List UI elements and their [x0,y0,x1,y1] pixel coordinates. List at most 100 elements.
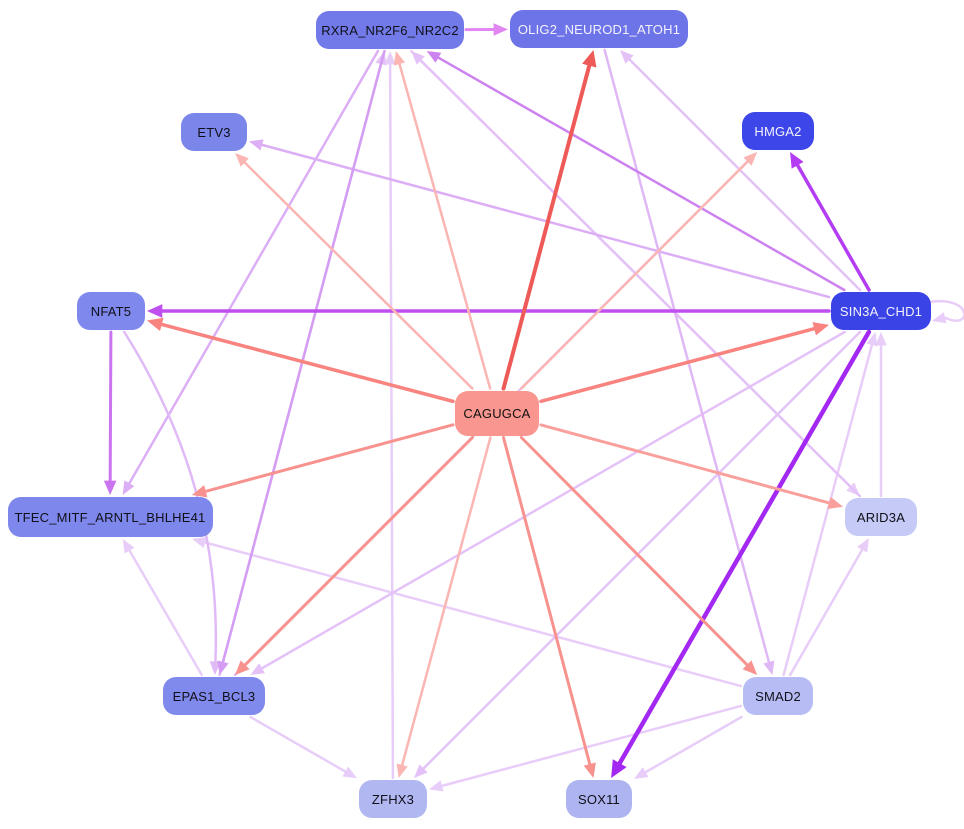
edge-rxra-tfec-arrowhead [122,480,135,495]
node-epas1[interactable]: EPAS1_BCL3 [163,677,265,715]
edge-zfhx3-rxra [384,51,396,780]
edge-smad2-tfec-line [203,541,743,688]
edge-epas1-zfhx3 [249,715,357,779]
edge-smad2-arid3a-line [788,548,864,677]
edge-cagugca-rxra-line [398,62,492,390]
edge-smad2-sox11 [634,715,743,779]
node-label-olig2: OLIG2_NEUROD1_ATOH1 [517,21,681,37]
edge-cagugca-sin3a-arrowhead [812,322,829,336]
edge-zfhx3-rxra-line [388,63,395,780]
edge-cagugca-nfat5-line [160,322,455,404]
edge-cagugca-epas1-arrowhead [235,660,250,675]
edge-cagugca-epas1-line [243,436,474,667]
edge-nfat5-tfec [103,330,117,495]
edge-smad2-arid3a-arrowhead [857,538,869,553]
edge-cagugca-rxra [393,51,492,390]
edge-cagugca-arid3a [539,423,843,510]
node-sin3a[interactable]: SIN3A_CHD1 [831,292,931,330]
node-cagugca[interactable]: CAGUGCA [455,390,539,436]
edge-sin3a-olig2 [620,50,862,292]
edge-cagugca-etv3 [235,153,474,390]
edge-smad2-tfec-arrowhead [192,536,207,549]
edge-zfhx3-rxra-arrowhead [384,51,396,65]
edge-cagugca-olig2 [501,50,597,391]
node-label-sin3a: SIN3A_CHD1 [839,303,923,319]
edge-sin3a-sox11-line [617,329,872,766]
node-arid3a[interactable]: ARID3A [845,498,917,536]
node-olig2[interactable]: OLIG2_NEUROD1_ATOH1 [510,10,688,48]
node-label-zfhx3: ZFHX3 [371,791,415,807]
edge-nfat5-tfec-arrowhead [103,480,117,495]
edge-sin3a-epas1 [250,330,846,675]
edge-sin3a-sin3a-line [927,299,964,322]
node-label-nfat5: NFAT5 [90,303,132,319]
edge-cagugca-olig2-arrowhead [582,50,597,68]
edge-cagugca-sox11-line [501,436,592,766]
edge-sin3a-zfhx3-line [422,330,862,770]
edge-arid3a-sin3a [875,332,887,498]
edge-sin3a-nfat5-arrowhead [147,304,163,318]
edge-cagugca-sin3a [539,322,829,404]
edge-sin3a-zfhx3 [414,330,862,778]
edge-sin3a-hmga2-arrowhead [790,152,804,169]
edge-epas1-zfhx3-line [249,715,347,773]
edge-nfat5-tfec-line [108,330,113,483]
edge-cagugca-arid3a-arrowhead [827,496,843,510]
edge-sin3a-rxra-arrowhead [426,51,442,63]
edge-cagugca-sox11-arrowhead [583,762,596,778]
edge-cagugca-smad2-line [519,436,749,667]
edge-epas1-tfec-arrowhead [122,539,135,554]
edge-cagugca-zfhx3 [396,436,492,778]
edge-rxra-olig2-arrowhead [493,23,508,36]
edge-sin3a-etv3 [249,139,831,299]
node-tfec[interactable]: TFEC_MITF_ARNTL_BHLHE41 [7,497,213,537]
edge-smad2-sin3a-arrowhead [866,332,878,347]
edge-sin3a-sin3a-arrowhead [932,312,947,324]
edge-sin3a-nfat5 [147,304,831,318]
edge-sin3a-hmga2-line [795,163,871,292]
edge-smad2-arid3a [788,538,869,677]
node-sox11[interactable]: SOX11 [566,780,632,818]
edge-cagugca-smad2-arrowhead [742,660,758,675]
edge-smad2-sin3a-line [782,343,874,677]
edge-cagugca-zfhx3-line [400,436,492,767]
node-etv3[interactable]: ETV3 [181,113,247,151]
edge-sin3a-hmga2 [790,152,871,292]
node-hmga2[interactable]: HMGA2 [742,112,814,150]
edge-cagugca-epas1 [235,436,474,675]
edge-cagugca-smad2 [519,436,758,675]
edge-sin3a-epas1-line [260,330,846,670]
edge-rxra-epas1-arrowhead [217,660,229,675]
edge-smad2-sox11-line [644,715,743,774]
edge-rxra-tfec-line [128,49,380,485]
edge-cagugca-hmga2-line [520,160,749,390]
node-smad2[interactable]: SMAD2 [743,677,813,715]
edge-olig2-smad2-line [603,48,771,664]
edge-rxra-epas1-line [221,49,386,664]
edge-cagugca-sox11 [501,436,596,778]
edge-sin3a-rxra-line [437,56,846,292]
node-label-hmga2: HMGA2 [754,123,802,139]
node-label-smad2: SMAD2 [755,688,801,704]
edge-smad2-zfhx3-line [440,704,743,788]
edge-cagugca-tfec-arrowhead [191,485,208,498]
edge-arid3a-rxra [411,51,862,498]
edge-cagugca-olig2-line [501,63,592,391]
edge-arid3a-sin3a-arrowhead [875,332,887,346]
edge-cagugca-rxra-arrowhead [393,51,406,66]
edge-cagugca-tfec-line [204,423,455,493]
edge-sin3a-zfhx3-arrowhead [414,764,428,778]
node-rxra[interactable]: RXRA_NR2F6_NR2C2 [316,11,464,49]
node-zfhx3[interactable]: ZFHX3 [359,780,427,818]
node-nfat5[interactable]: NFAT5 [77,292,145,330]
edge-smad2-sox11-arrowhead [634,767,649,779]
edge-rxra-tfec [122,49,380,495]
edge-cagugca-hmga2-arrowhead [743,152,758,166]
edge-smad2-zfhx3 [429,704,743,792]
edge-smad2-zfhx3-arrowhead [429,780,444,792]
edge-cagugca-arid3a-line [539,423,831,505]
edge-arid3a-rxra-line [419,59,862,498]
edge-cagugca-nfat5 [147,317,455,404]
